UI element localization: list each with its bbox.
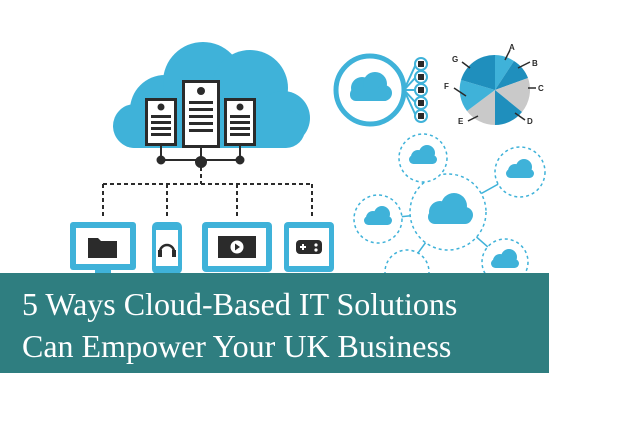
pie-label-c: C [538,84,544,93]
cloud-servers-icon [102,42,313,218]
pie-label-g: G [452,55,458,64]
phone-headphones-icon [152,222,182,274]
headline-line-1: 5 Ways Cloud-Based IT Solutions [22,286,458,322]
tablet-video-icon [202,222,272,272]
server-icon [145,98,177,146]
title-banner: 5 Ways Cloud-Based IT Solutions Can Empo… [0,273,549,373]
pie-label-d: D [527,117,533,126]
tablet-gamepad-icon [284,222,334,272]
pie-label-b: B [532,59,538,68]
cloud-hub-icon [333,53,428,127]
pie-label-e: E [458,117,464,126]
pie-label-a: A [509,43,515,52]
headline-line-2: Can Empower Your UK Business [22,328,452,364]
laptop-folder-icon [70,222,136,274]
pie-chart: A B C D E F G [444,43,544,126]
pie-label-f: F [444,82,449,91]
cloud-network-icon [353,133,546,295]
server-icon [224,98,256,146]
server-icon [182,80,220,148]
